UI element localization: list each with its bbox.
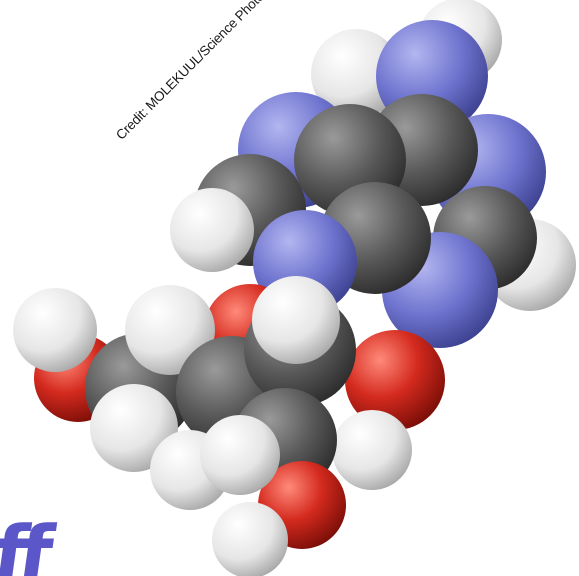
hydrogen-atom — [13, 288, 97, 372]
hydrogen-atom — [332, 410, 412, 490]
oxygen-atom — [345, 330, 445, 430]
hydrogen-atom — [252, 276, 340, 364]
hydrogen-atom — [311, 29, 401, 119]
hydrogen-atom — [200, 415, 280, 495]
hydrogen-atom — [170, 188, 254, 272]
hydrogen-atom — [212, 502, 288, 576]
logo: ff — [0, 509, 51, 576]
